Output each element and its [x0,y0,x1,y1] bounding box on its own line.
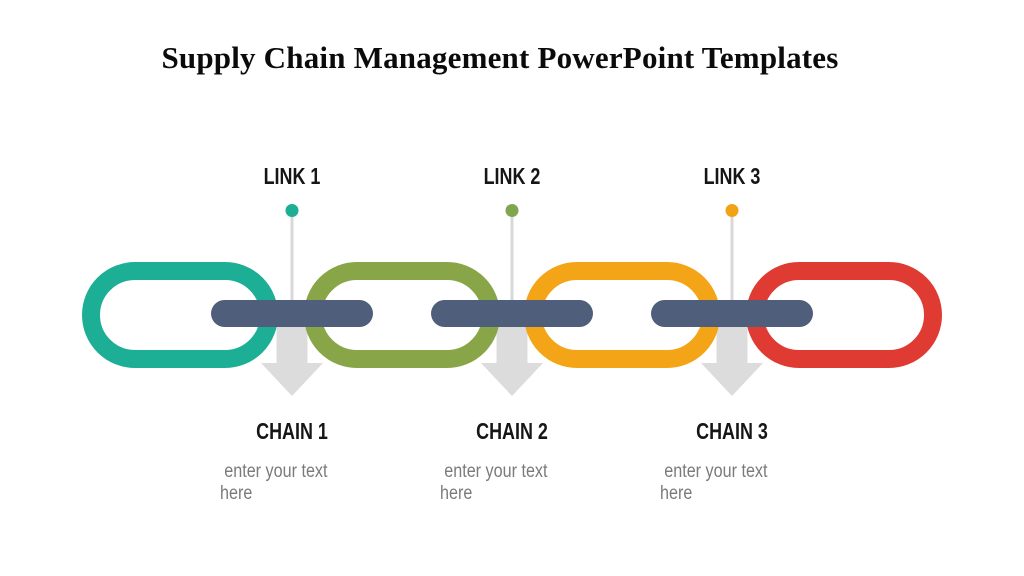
chain-connector-2 [431,300,593,327]
link-dot-icon-3 [725,204,739,217]
chain-label-2: CHAIN 2 [476,418,548,444]
down-arrow-head-icon-1 [261,363,323,396]
slide-title: Supply Chain Management PowerPoint Templ… [161,40,839,75]
link-label-2: LINK 2 [483,163,541,189]
guide-line-1 [290,216,294,362]
down-arrow-icon-1 [276,322,308,364]
chain-label-3: CHAIN 3 [696,418,768,444]
link-label-1: LINK 1 [263,163,321,189]
chain-label-1: CHAIN 1 [256,418,328,444]
down-arrow-icon-3 [716,322,748,364]
guide-line-3 [730,216,734,362]
chain-connector-3 [651,300,813,327]
down-arrow-head-icon-3 [701,363,763,396]
text-placeholder-1[interactable]: enter your text here [220,461,328,504]
text-placeholder-2[interactable]: enter your text here [440,461,548,504]
link-dot-icon-1 [285,204,299,217]
text-placeholder-3[interactable]: enter your text here [660,461,768,504]
down-arrow-head-icon-2 [481,363,543,396]
chain-connector-1 [211,300,373,327]
link-label-3: LINK 3 [703,163,761,189]
down-arrow-icon-2 [496,322,528,364]
link-dot-icon-2 [505,204,519,217]
guide-line-2 [510,216,514,362]
